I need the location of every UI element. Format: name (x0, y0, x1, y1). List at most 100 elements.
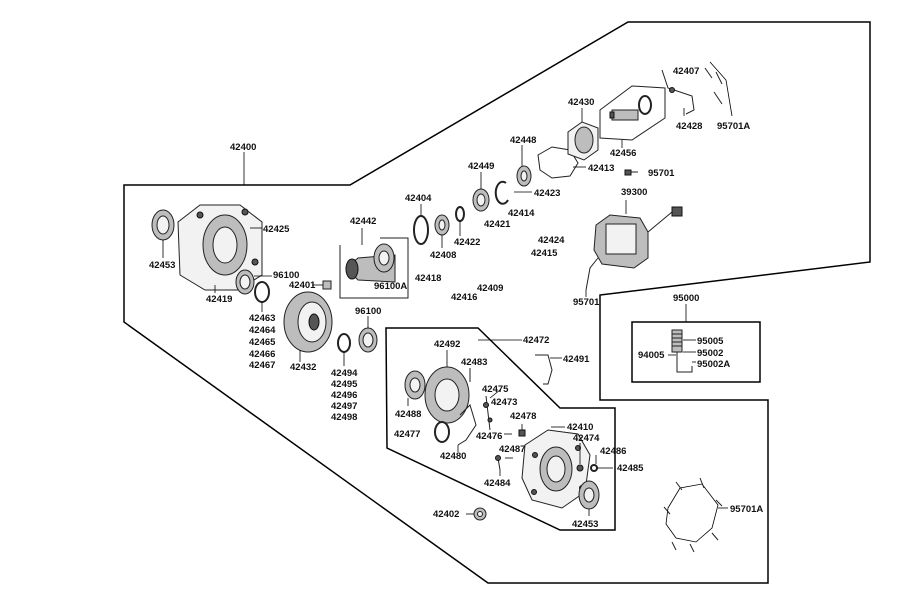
part-96100A-bearing (373, 243, 395, 273)
label-42414: 42414 (508, 208, 535, 219)
label-42491: 42491 (563, 354, 590, 365)
label-42498: 42498 (331, 412, 357, 423)
part-42478-nut (518, 429, 526, 437)
part-42456-kit-box (599, 85, 666, 141)
part-96100-bearing (235, 269, 255, 295)
part-42408-bearing (434, 214, 450, 236)
label-42430: 42430 (568, 97, 594, 108)
label-42485: 42485 (617, 463, 644, 474)
label-42480: 42480 (440, 451, 466, 462)
label-95002A: 95002A (697, 359, 730, 370)
part-42423-snap-ring (494, 180, 509, 205)
part-95701A-bolt-ring (663, 477, 723, 553)
label-42425: 42425 (263, 224, 290, 235)
label-42467: 42467 (249, 360, 275, 371)
label-95002: 95002 (697, 348, 723, 359)
label-39300: 39300 (621, 187, 647, 198)
part-39300-actuator (585, 206, 683, 291)
label-95701-lower: 95701 (573, 297, 600, 308)
label-96100: 96100 (273, 270, 299, 281)
part-42402-nut (473, 507, 487, 521)
label-42421: 42421 (484, 219, 511, 230)
part-42473-spring (483, 395, 493, 431)
part-42477-ring (434, 421, 450, 443)
label-42413: 42413 (588, 163, 614, 174)
label-42419: 42419 (206, 294, 232, 305)
label-42475: 42475 (482, 384, 509, 395)
label-42486: 42486 (600, 446, 626, 457)
label-42404: 42404 (405, 193, 432, 204)
part-42453-seal-lower (578, 480, 600, 510)
part-42494-shim (337, 333, 351, 353)
label-42424: 42424 (538, 235, 565, 246)
label-95005: 95005 (697, 336, 724, 347)
part-42492-plate (424, 366, 470, 424)
label-42476: 42476 (476, 431, 502, 442)
part-42486-oring (590, 464, 598, 472)
label-42466: 42466 (249, 349, 275, 360)
part-42463-shim (254, 281, 270, 303)
part-42428-bracket (661, 69, 695, 115)
part-42442-pinion-box (339, 237, 409, 299)
part-95005-spring (671, 329, 683, 353)
part-42404-washer (413, 215, 429, 245)
label-42483: 42483 (461, 357, 487, 368)
part-95701A-bolts (704, 61, 733, 117)
label-42407: 42407 (673, 66, 699, 77)
part-42491-breather (535, 354, 553, 385)
label-42416: 42416 (451, 292, 477, 303)
label-42410: 42410 (567, 422, 593, 433)
label-42478: 42478 (510, 411, 536, 422)
part-42448-seal (516, 165, 532, 187)
label-42442: 42442 (350, 216, 376, 227)
label-42401: 42401 (289, 280, 316, 291)
part-42410-cover-plate (521, 429, 591, 509)
label-42473: 42473 (491, 397, 517, 408)
label-42477: 42477 (394, 429, 420, 440)
label-96100-lower: 96100 (355, 306, 381, 317)
sub-assembly-frame (385, 327, 616, 531)
part-42430-cover (567, 121, 599, 161)
label-42428: 42428 (676, 121, 702, 132)
label-42495: 42495 (331, 379, 358, 390)
label-42472: 42472 (523, 335, 549, 346)
label-42423: 42423 (534, 188, 560, 199)
label-42432: 42432 (290, 362, 316, 373)
label-42465: 42465 (249, 337, 276, 348)
label-42453: 42453 (149, 260, 175, 271)
label-42487: 42487 (499, 444, 525, 455)
label-42492: 42492 (434, 339, 460, 350)
part-42474-washer (576, 464, 584, 472)
label-94005: 94005 (638, 350, 665, 361)
kit-box-frame (631, 321, 761, 383)
label-42448: 42448 (510, 135, 536, 146)
label-42494: 42494 (331, 368, 358, 379)
part-42413-gasket (537, 146, 579, 179)
part-42432-ring-gear (283, 291, 333, 353)
part-95002A-pin (676, 352, 693, 373)
label-42415: 42415 (531, 248, 558, 259)
part-95701-screw (624, 169, 638, 176)
label-42409: 42409 (477, 283, 503, 294)
part-42419-housing (177, 204, 263, 291)
label-42496: 42496 (331, 390, 357, 401)
label-95000: 95000 (673, 293, 699, 304)
label-42453-lower: 42453 (572, 519, 598, 530)
part-42422-ring (455, 206, 465, 222)
label-42449: 42449 (468, 161, 494, 172)
part-42453-seal (151, 209, 175, 241)
label-42402: 42402 (433, 509, 459, 520)
label-42408: 42408 (430, 250, 456, 261)
part-42488-seal (404, 370, 426, 400)
label-95701A-lower: 95701A (730, 504, 763, 515)
label-42497: 42497 (331, 401, 357, 412)
assembly-frame-outline (123, 21, 871, 584)
label-42400: 42400 (230, 142, 256, 153)
label-42474: 42474 (573, 433, 600, 444)
part-42449-bearing (472, 188, 490, 212)
part-42484-bolt (495, 455, 501, 471)
label-42422: 42422 (454, 237, 480, 248)
label-42464: 42464 (249, 325, 276, 336)
part-96100-bearing-lower (358, 327, 378, 353)
